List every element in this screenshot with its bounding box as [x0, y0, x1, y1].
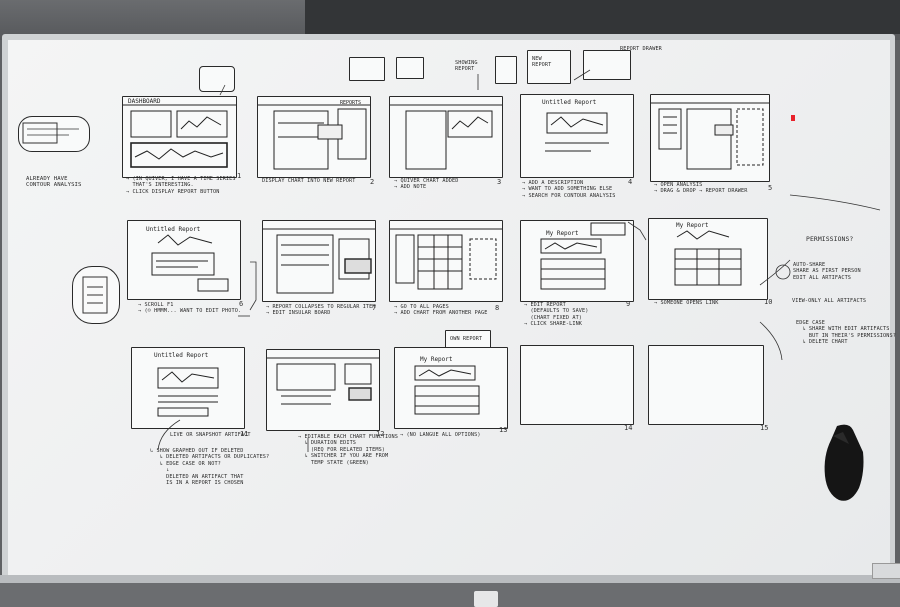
top-sketch-3 — [495, 56, 517, 84]
panel-14-number: 14 — [624, 424, 633, 432]
top-sketch-1 — [349, 57, 385, 81]
storyboard-panel-9 — [520, 220, 634, 302]
panel-12-note: → EDITABLE EACH CHART FUNCTIONS ↳ DURATI… — [298, 434, 398, 466]
panel-6-number: 6 — [239, 300, 244, 308]
panel-7-note: → REPORT COLLAPSES TO REGULAR ITEM → EDI… — [266, 304, 376, 317]
wall-outlet — [474, 591, 498, 607]
panel-13-number: 13 — [499, 426, 508, 434]
panel-2-note: DISPLAY CHART INTO NEW REPORT — [262, 178, 356, 184]
storyboard-panel-15 — [648, 345, 764, 425]
panel-3-number: 3 — [497, 178, 502, 186]
storyboard-panel-7 — [262, 220, 376, 302]
storyboard-panel-5 — [650, 94, 770, 182]
panel-13-note: → (NO LANGUE ALL OPTIONS) — [400, 432, 481, 438]
panel-9-number: 9 — [626, 300, 631, 308]
storyboard-panel-2 — [257, 96, 371, 178]
storyboard-panel-4 — [520, 94, 634, 178]
board-bracket — [872, 563, 900, 579]
side-sketch-oval — [72, 266, 120, 324]
panel-1-title: DASHBOARD — [128, 98, 161, 105]
marker-tray — [0, 575, 900, 583]
panel-2-title: REPORTS — [340, 100, 362, 106]
panel-11-number: 11 — [240, 430, 249, 438]
storyboard-panel-3 — [389, 96, 503, 178]
permissions-title: PERMISSIONS? — [806, 235, 854, 243]
panel-4-title: Untitled Report — [542, 99, 597, 106]
top-label-c: SHOWING REPORT — [455, 60, 478, 73]
storyboard-panel-6 — [127, 220, 241, 300]
own-report-box — [445, 330, 491, 348]
permissions-view-only: VIEW-ONLY ALL ARTIFACTS — [792, 298, 867, 304]
top-sketch-2 — [396, 57, 424, 79]
panel-8-number: 8 — [495, 304, 500, 312]
panel-3-note: → QUIVER CHART ADDED → ADD NOTE — [394, 178, 459, 191]
panel-1-note: → (IN QUIVER, I HAVE A TIME SERIES THAT'… — [126, 176, 236, 195]
panel-2-number: 2 — [370, 178, 375, 186]
panel-9-title: My Report — [546, 230, 579, 237]
storyboard-panel-1 — [122, 96, 237, 178]
storyboard-panel-14 — [520, 345, 634, 425]
red-sticky — [791, 115, 795, 121]
storyboard-panel-8 — [389, 220, 503, 302]
top-sketch-4 — [527, 50, 571, 84]
top-label-b: NEW REPORT — [532, 56, 552, 69]
panel-6-note: → SCROLL F1 → (☺ HMMM... WANT TO EDIT PH… — [138, 302, 242, 315]
panel-4-note: → ADD A DESCRIPTION → WANT TO ADD SOMETH… — [522, 180, 616, 199]
panel-10-note: → SOMEONE OPENS LINK — [654, 300, 719, 306]
panel-7-number: 7 — [372, 304, 377, 312]
storyboard-panel-11 — [131, 347, 245, 429]
panel-6-title: Untitled Report — [146, 226, 201, 233]
panel-5-number: 5 — [768, 184, 773, 192]
speech-bubble — [199, 66, 235, 92]
own-report-label: OWN REPORT — [450, 336, 483, 342]
panel-8-note: → GO TO ALL PAGES → ADD CHART FROM ANOTH… — [394, 304, 488, 317]
top-sketch-5 — [583, 50, 631, 80]
top-label-a: REPORT DRAWER — [620, 46, 662, 52]
panel-5-note: → OPEN ANALYSIS → DRAG & DROP → REPORT D… — [654, 182, 748, 195]
wall-panel-dark — [305, 0, 900, 34]
panel-10-title: My Report — [676, 222, 709, 229]
wall-bottom — [0, 583, 900, 607]
panel-1-number: 1 — [237, 172, 242, 180]
storyboard-panel-13 — [394, 347, 508, 429]
permissions-edge: EDGE CASE ↳ SHARE WITH EDIT ARTIFACTS BU… — [796, 320, 896, 346]
panel-11-note: LIVE OR SNAPSHOT ARTIFACT — [170, 432, 251, 438]
panel-4-number: 4 — [628, 178, 633, 186]
panel-13-title: My Report — [420, 356, 453, 363]
panel-12-number: 12 — [376, 430, 385, 438]
left-sketch-oval — [18, 116, 90, 152]
panel-11-title: Untitled Report — [154, 352, 209, 359]
eraser-cloth — [824, 424, 864, 501]
left-label: ALREADY HAVE CONTOUR ANALYSIS — [26, 176, 82, 189]
storyboard-panel-12 — [266, 349, 380, 431]
panel-11-details: ↳ SHOW GRAPHED OUT IF DELETED ↳ DELETED … — [150, 448, 270, 487]
panel-10-number: 10 — [764, 298, 773, 306]
panel-9-note: → EDIT REPORT (DEFAULTS TO SAVE) (CHART … — [524, 302, 589, 328]
permissions-items: AUTO-SHARE SHARE AS FIRST PERSON EDIT AL… — [793, 262, 861, 281]
storyboard-panel-10 — [648, 218, 768, 300]
panel-15-number: 15 — [760, 424, 769, 432]
